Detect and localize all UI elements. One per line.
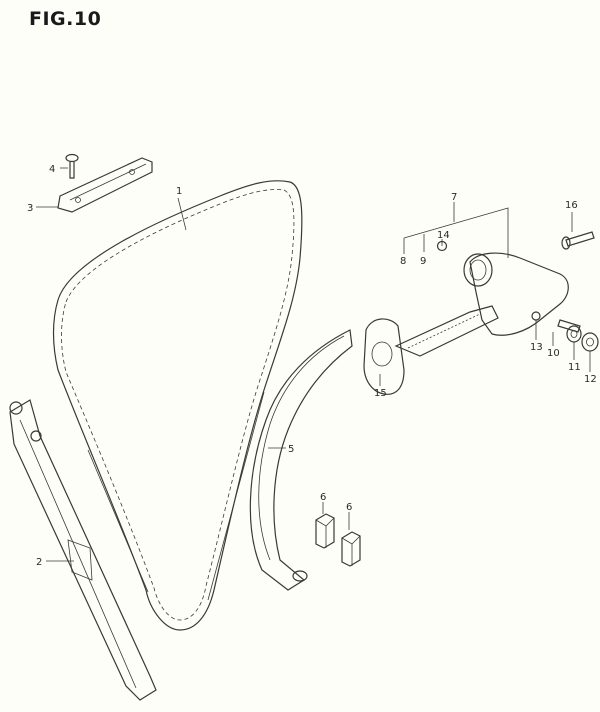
callout-3: 3 [27, 203, 33, 214]
callout-1: 1 [176, 186, 182, 197]
chain-guide-long [9, 399, 157, 701]
tensioner-assembly [394, 240, 569, 357]
bolt [561, 231, 595, 250]
callout-10: 10 [547, 348, 560, 359]
callout-2: 2 [36, 557, 42, 568]
callout-11: 11 [568, 362, 581, 373]
callout-15: 15 [374, 388, 387, 399]
upper-chain-guide [57, 157, 153, 213]
callout-9: 9 [420, 256, 426, 267]
callout-4: 4 [49, 164, 55, 175]
nut [581, 332, 599, 352]
callout-16: 16 [565, 200, 578, 211]
tensioner-blade [249, 329, 353, 591]
damper-a [315, 513, 335, 549]
callout-8: 8 [400, 256, 406, 267]
tensioner-pin [557, 319, 581, 333]
guide-screw [65, 153, 79, 179]
figure-title: FIG.10 [29, 8, 102, 30]
leader-lines [36, 167, 591, 562]
callout-7: 7 [451, 192, 457, 203]
tensioner-gasket [363, 318, 405, 395]
callout-6b: 6 [346, 502, 352, 513]
damper-b [341, 531, 361, 567]
callout-14a: 14 [437, 230, 450, 241]
callout-5: 5 [288, 444, 294, 455]
washer [566, 325, 582, 343]
callout-6a: 6 [320, 492, 326, 503]
callout-13: 13 [530, 342, 543, 353]
callout-12: 12 [584, 374, 597, 385]
cam-chain [52, 180, 303, 631]
